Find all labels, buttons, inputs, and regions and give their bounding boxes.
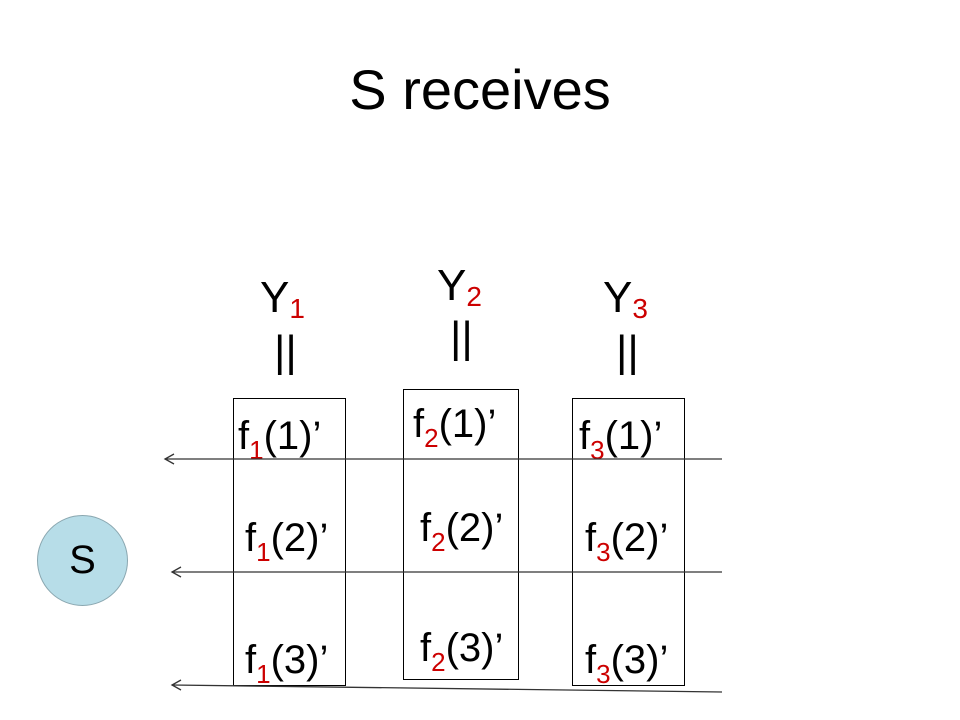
y1-parallel-bars: || [274,327,297,376]
arrowhead-row-2 [170,566,182,578]
f3-item-2: f3(2)’ [585,516,669,567]
column-box-1 [233,398,346,686]
arrow-row-3 [171,684,723,693]
y3-parallel-bars: || [616,327,639,376]
y2-label: Y2 [437,262,482,315]
f2-item-1: f2(1)’ [413,402,497,453]
y2-parallel-bars: || [450,313,473,362]
y1-subscript: 1 [289,293,305,324]
y3-subscript: 3 [632,293,648,324]
y2-main: Y [437,261,467,310]
y2-subscript: 2 [466,281,482,312]
f2-item-2: f2(2)’ [420,506,504,557]
f3-item-1: f3(1)’ [579,414,663,465]
f3-item-3: f3(3)’ [585,638,669,689]
arrowhead-row-3 [170,679,182,691]
y3-main: Y [603,273,633,322]
y3-label: Y3 [603,274,648,327]
f1-item-2: f1(2)’ [245,516,329,567]
column-box-3 [572,398,685,686]
y1-main: Y [260,273,290,322]
y1-label: Y1 [260,274,305,327]
f2-item-3: f2(3)’ [420,626,504,677]
column-box-2 [403,389,519,680]
node-s: S [37,515,128,606]
arrowhead-row-1 [163,453,175,465]
f1-item-3: f1(3)’ [245,638,329,689]
slide-title: S receives [349,58,611,121]
f1-item-1: f1(1)’ [238,414,322,465]
